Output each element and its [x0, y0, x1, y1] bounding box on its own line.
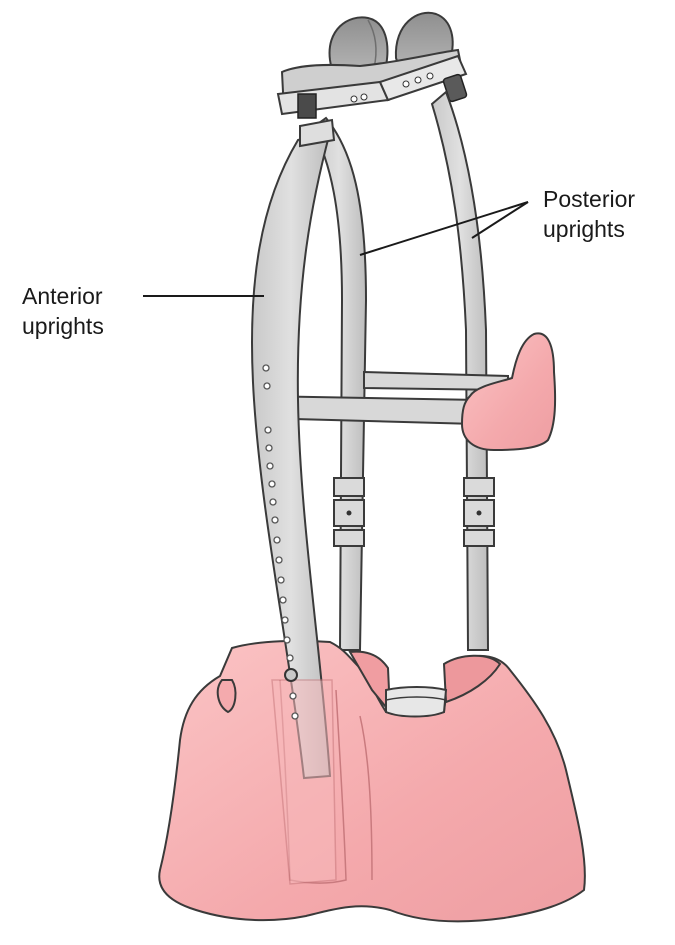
posterior-uprights-label: Posterior uprights [543, 184, 635, 244]
posterior-label-line2: uprights [543, 214, 635, 244]
anterior-label-line2: uprights [22, 311, 104, 341]
anterior-uprights-label: Anterior uprights [22, 281, 104, 341]
posterior-upright-left [312, 118, 366, 650]
thoracic-vest [159, 641, 585, 921]
posterior-upright-right [432, 92, 494, 650]
posterior-leader-line-2 [472, 202, 528, 238]
anterior-label-line1: Anterior [22, 281, 104, 311]
posterior-label-line1: Posterior [543, 184, 635, 214]
posterior-leader-line-1 [360, 202, 528, 255]
